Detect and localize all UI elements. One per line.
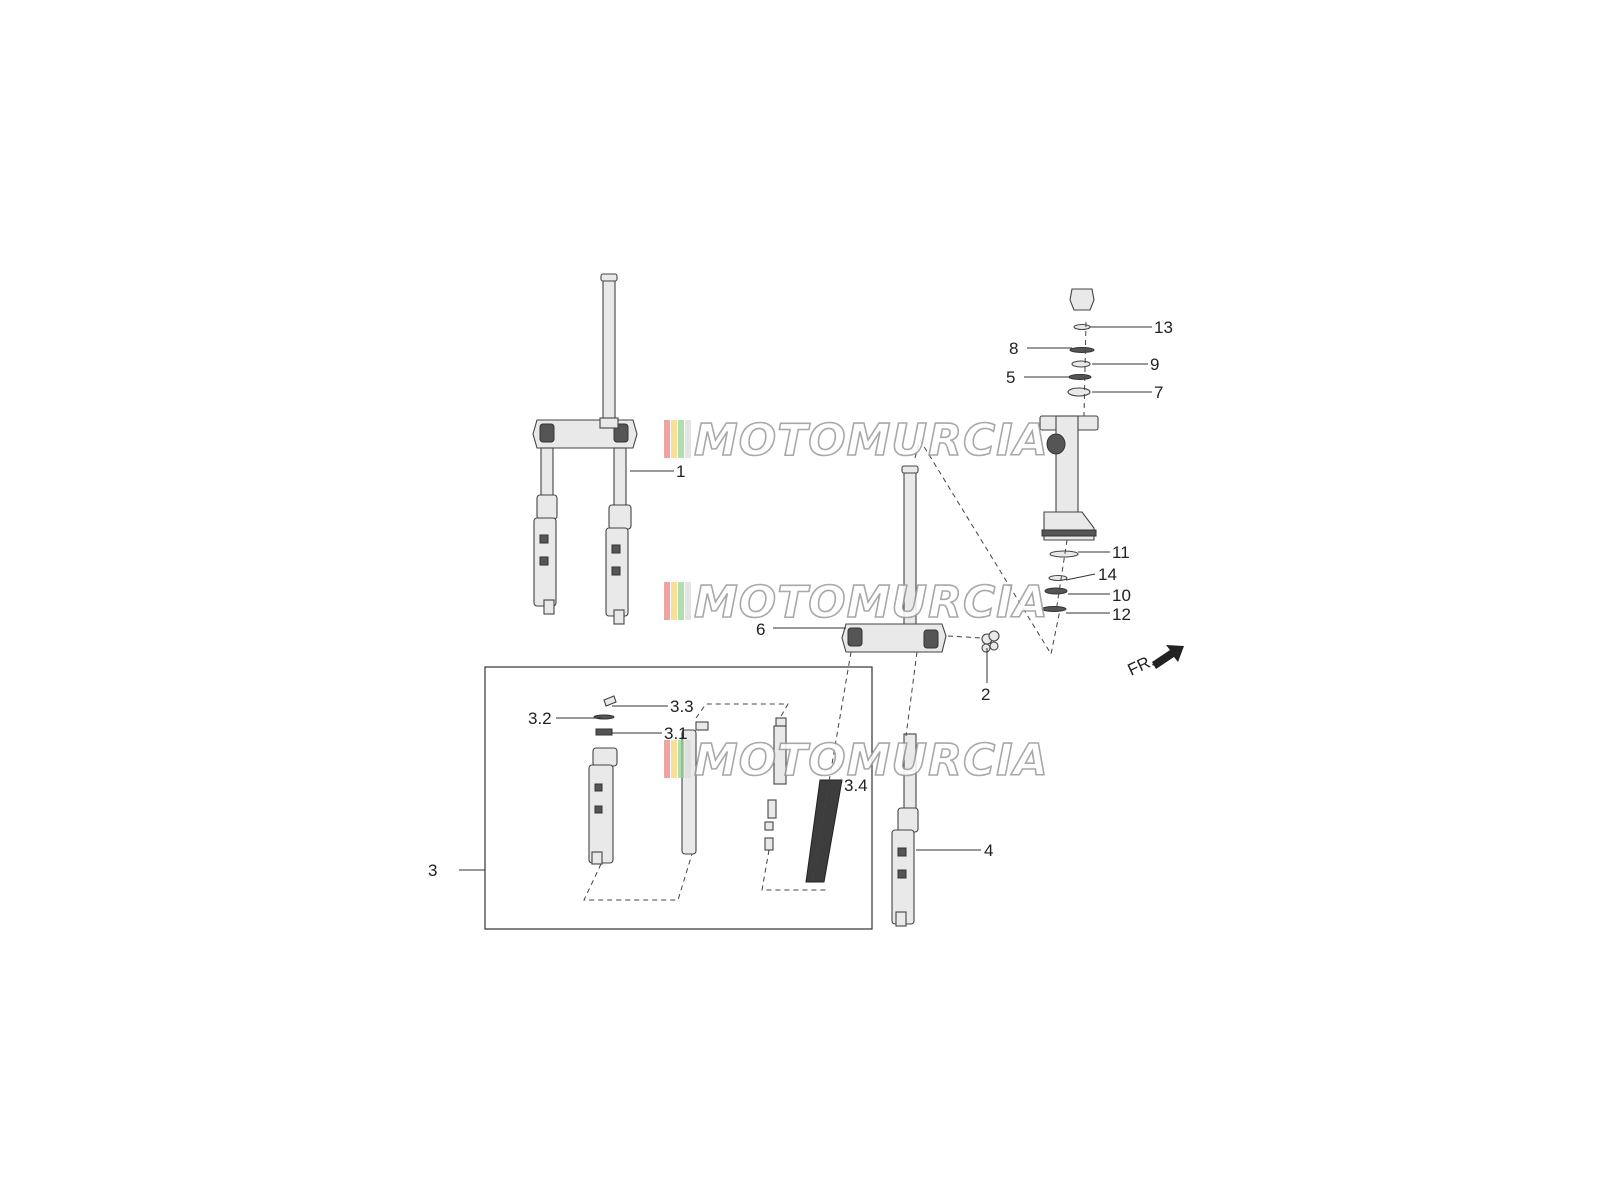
fork-leg-kit-box (484, 666, 873, 930)
leader-lines (459, 326, 1152, 871)
fork-outer-tube-part (588, 695, 618, 865)
callout-1: 1 (676, 462, 685, 481)
callout-10: 10 (1112, 586, 1131, 605)
watermark-top: MOTOMURCIA (664, 414, 1049, 467)
callout-9: 9 (1150, 355, 1159, 374)
watermark-text: MOTOMURCIA (694, 577, 1049, 628)
damper-rod-part (764, 717, 787, 851)
callout-8: 8 (1009, 339, 1018, 358)
front-fork-assembly (532, 273, 638, 625)
front-direction-label: FR. (1125, 651, 1158, 680)
callout-labels: 1 2 3 3.1 3.2 3.3 3.4 4 5 6 7 8 9 10 11 … (428, 318, 1173, 880)
watermark-middle: MOTOMURCIA (664, 576, 1049, 629)
callout-14: 14 (1098, 565, 1117, 584)
callout-6: 6 (756, 620, 765, 639)
callout-3-4: 3.4 (844, 776, 868, 795)
steering-stem-part (841, 465, 947, 653)
headset-bearing-stack (1039, 288, 1099, 612)
callout-3-3: 3.3 (670, 697, 694, 716)
callout-13: 13 (1154, 318, 1173, 337)
callout-3-2: 3.2 (528, 709, 552, 728)
callout-11: 11 (1112, 543, 1130, 562)
callout-3: 3 (428, 861, 437, 880)
front-direction-arrow: FR. (1125, 645, 1184, 680)
watermark-bottom: MOTOMURCIA (664, 734, 1049, 787)
callout-5: 5 (1006, 368, 1015, 387)
callout-3-1: 3.1 (664, 724, 688, 743)
callout-7: 7 (1154, 383, 1163, 402)
clamp-bolts-part (981, 630, 1000, 653)
callout-12: 12 (1112, 605, 1131, 624)
fork-spring-part (805, 779, 843, 883)
assembly-dashed-lines (583, 321, 1087, 901)
callout-4: 4 (984, 841, 993, 860)
watermark-text: MOTOMURCIA (694, 735, 1049, 786)
callout-2: 2 (981, 685, 990, 704)
fork-leg-part (891, 733, 919, 927)
watermark-text: MOTOMURCIA (694, 415, 1049, 466)
